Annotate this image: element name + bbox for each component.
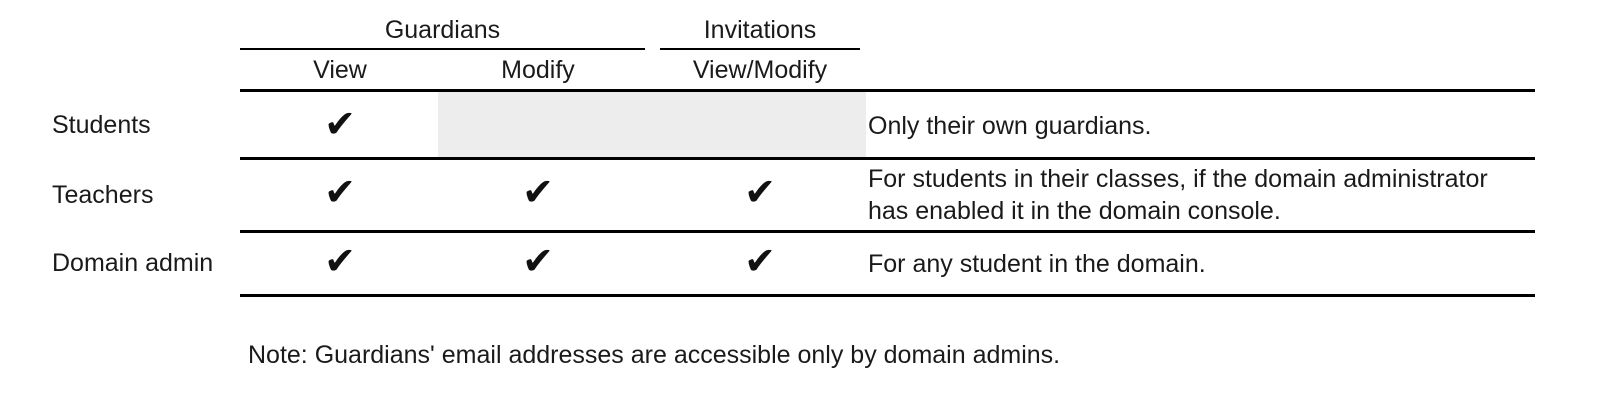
check-teachers-invitations-view-modify: ✔ [744,170,776,214]
check-teachers-guardians-modify: ✔ [522,170,554,214]
table-rule-bottom [240,294,1535,297]
description-domain-admin: For any student in the domain. [868,250,1206,278]
row-label-teachers: Teachers [52,181,154,209]
column-header-modify: Modify [501,56,575,84]
group-header-invitations: Invitations [703,16,817,44]
footnote-note: Note: Guardians' email addresses are acc… [248,341,1061,369]
check-domain-admin-invitations-view-modify: ✔ [744,239,776,283]
check-students-guardians-view: ✔ [324,102,356,146]
check-domain-admin-guardians-view: ✔ [324,239,356,283]
column-header-view: View [313,56,367,84]
check-teachers-guardians-view: ✔ [324,170,356,214]
column-header-view-modify: View/Modify [692,56,828,84]
row-label-domain-admin: Domain admin [52,249,214,277]
description-students: Only their own guardians. [868,112,1152,140]
table-rule-top [240,89,1535,92]
table-rule-after-teachers [240,230,1535,233]
check-domain-admin-guardians-modify: ✔ [522,239,554,283]
description-teachers: For students in their classes, if the do… [868,165,1488,225]
row-label-students: Students [52,111,151,139]
cell-students-modify-disabled [438,92,866,157]
group-header-guardians: Guardians [384,16,501,44]
table-rule-after-students [240,157,1535,160]
group-header-rule-guardians [240,48,645,50]
group-header-rule-invitations [660,48,860,50]
